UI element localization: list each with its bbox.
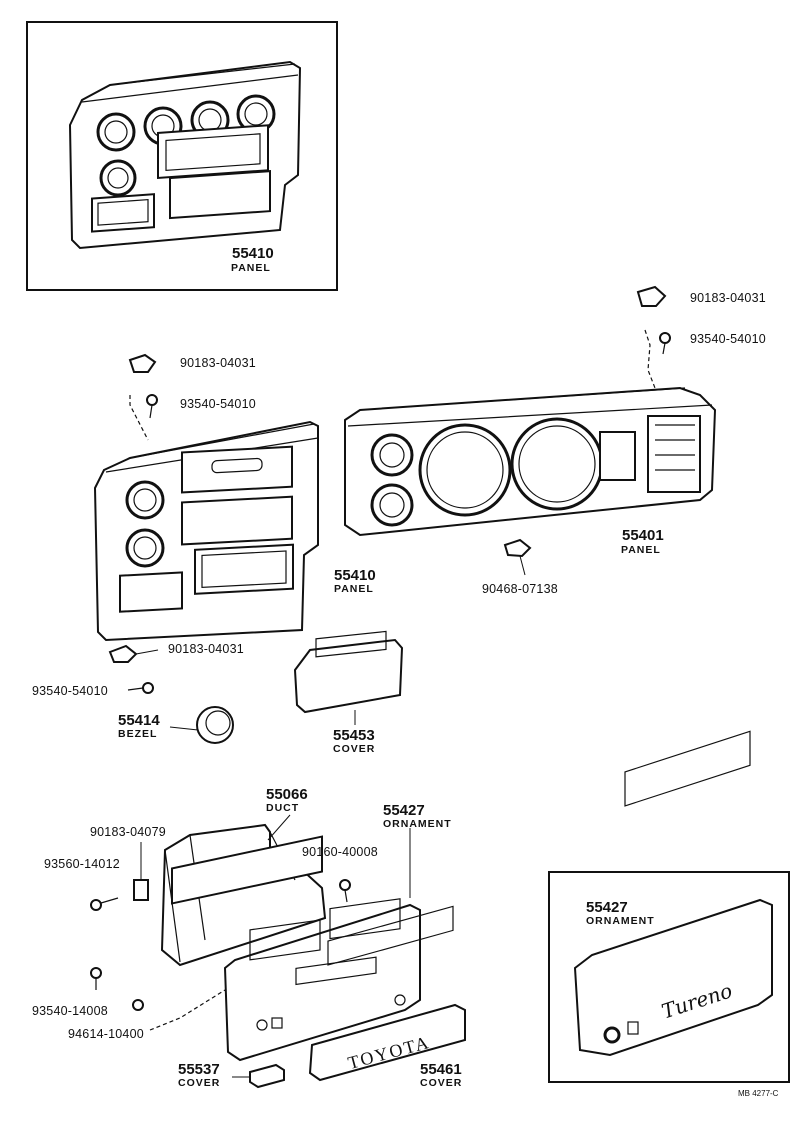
clip-mid-label: 90468-07138: [482, 582, 558, 596]
inset-ornament-number: 55427: [586, 899, 628, 916]
screw-tl-label: 93540-54010: [180, 397, 256, 411]
cover-537-name: COVER: [178, 1077, 221, 1089]
cover-461-number: 55461: [420, 1061, 462, 1078]
right-panel-drawing: [344, 386, 717, 537]
diagram-code: MB 4277-C: [738, 1089, 779, 1098]
bezel-name: BEZEL: [118, 728, 158, 740]
ornament-name: ORNAMENT: [383, 818, 452, 830]
clip-tl-drawing: [128, 353, 157, 373]
clip-duct-label: 90183-04079: [90, 825, 166, 839]
duct-name: DUCT: [266, 802, 300, 814]
duct-number: 55066: [266, 786, 308, 803]
screw-low-drawing: [90, 967, 102, 990]
inset-ornament-drawing: [573, 730, 773, 1057]
ornament-number: 55427: [383, 802, 425, 819]
screw-tl-drawing: [146, 394, 158, 419]
cover-461-name: COVER: [420, 1077, 463, 1089]
nut-low-label: 94614-10400: [68, 1027, 144, 1041]
inset-panel-drawing: [68, 60, 302, 250]
cover-453-drawing: [293, 630, 404, 725]
screw-orn-drawing: [339, 879, 351, 903]
clip-mid-drawing: [503, 538, 532, 576]
nut-low-drawing: [132, 999, 144, 1011]
clip-tr-label: 90183-04031: [690, 291, 766, 305]
right-panel-name: PANEL: [621, 544, 661, 556]
screw-duct-drawing: [90, 897, 119, 911]
inset-panel-name: PANEL: [231, 262, 271, 274]
screw-low-label: 93540-14008: [32, 1004, 108, 1018]
cover-453-name: COVER: [333, 743, 376, 755]
right-panel-number: 55401: [622, 527, 664, 544]
bezel-drawing: [169, 706, 234, 744]
duct-drawing: [160, 814, 327, 967]
cover-537-drawing: [232, 1063, 285, 1089]
screw-tr-label: 93540-54010: [690, 332, 766, 346]
inset-ornament-name: ORNAMENT: [586, 915, 655, 927]
clip-tr-drawing: [636, 285, 667, 307]
cover-537-number: 55537: [178, 1061, 220, 1078]
screw-orn-label: 90160-40008: [302, 845, 378, 859]
left-panel-name: PANEL: [334, 583, 374, 595]
left-panel-drawing: [93, 420, 319, 642]
inset-panel-number: 55410: [232, 245, 274, 262]
screw-duct-label: 93560-14012: [44, 857, 120, 871]
clip-bl-label: 90183-04031: [168, 642, 244, 656]
clip-tl-label: 90183-04031: [180, 356, 256, 370]
clip-duct-drawing: [133, 842, 149, 901]
cover-461-drawing: [308, 905, 466, 1082]
screw-bl-label: 93540-54010: [32, 684, 108, 698]
screw-tr-drawing: [659, 332, 671, 355]
bezel-number: 55414: [118, 712, 160, 729]
inset-frame-bottom: [548, 871, 790, 1083]
inset-frame-top: [26, 21, 338, 291]
left-panel-number: 55410: [334, 567, 376, 584]
clip-bl-drawing: [108, 644, 159, 663]
screw-bl-drawing: [127, 682, 154, 694]
cover-453-number: 55453: [333, 727, 375, 744]
